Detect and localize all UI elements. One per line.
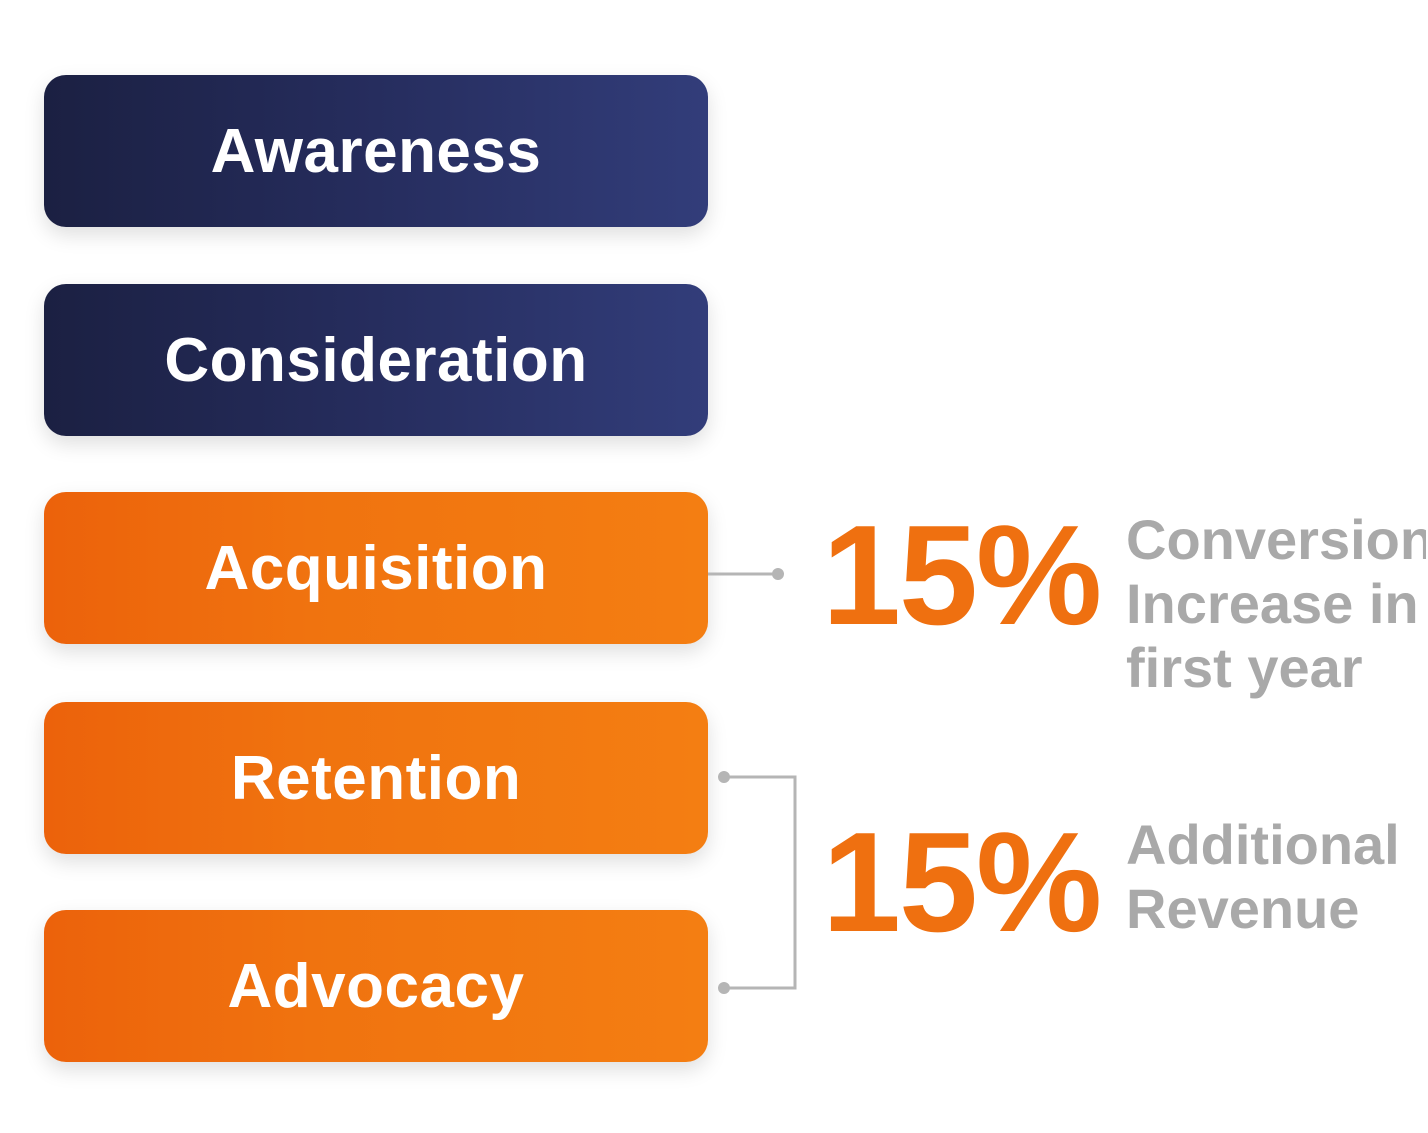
stage-advocacy: Advocacy xyxy=(44,910,708,1062)
acquisition-connector-dot xyxy=(772,568,784,580)
stage-label: Retention xyxy=(230,743,522,813)
stage-label: Consideration xyxy=(164,325,588,395)
revenue-stat-value: 15% xyxy=(822,803,1102,962)
conversion-stat-caption: Conversion Increase in first year xyxy=(1126,508,1426,700)
advocacy-connector-dot xyxy=(718,982,730,994)
stage-awareness: Awareness xyxy=(44,75,708,227)
conversion-stat-value: 15% xyxy=(822,496,1102,655)
caption-line: Conversion xyxy=(1126,508,1426,571)
stage-retention: Retention xyxy=(44,702,708,854)
stage-label: Acquisition xyxy=(204,533,548,603)
stage-consideration: Consideration xyxy=(44,284,708,436)
caption-line: Additional xyxy=(1126,813,1400,876)
caption-line: Increase in xyxy=(1126,572,1419,635)
stage-label: Awareness xyxy=(210,116,542,186)
revenue-stat-caption: Additional Revenue xyxy=(1126,813,1426,941)
retention-advocacy-bracket xyxy=(724,775,797,990)
caption-line: first year xyxy=(1126,636,1363,699)
retention-connector-dot xyxy=(718,771,730,783)
stage-label: Advocacy xyxy=(227,951,525,1021)
stage-acquisition: Acquisition xyxy=(44,492,708,644)
caption-line: Revenue xyxy=(1126,877,1360,940)
